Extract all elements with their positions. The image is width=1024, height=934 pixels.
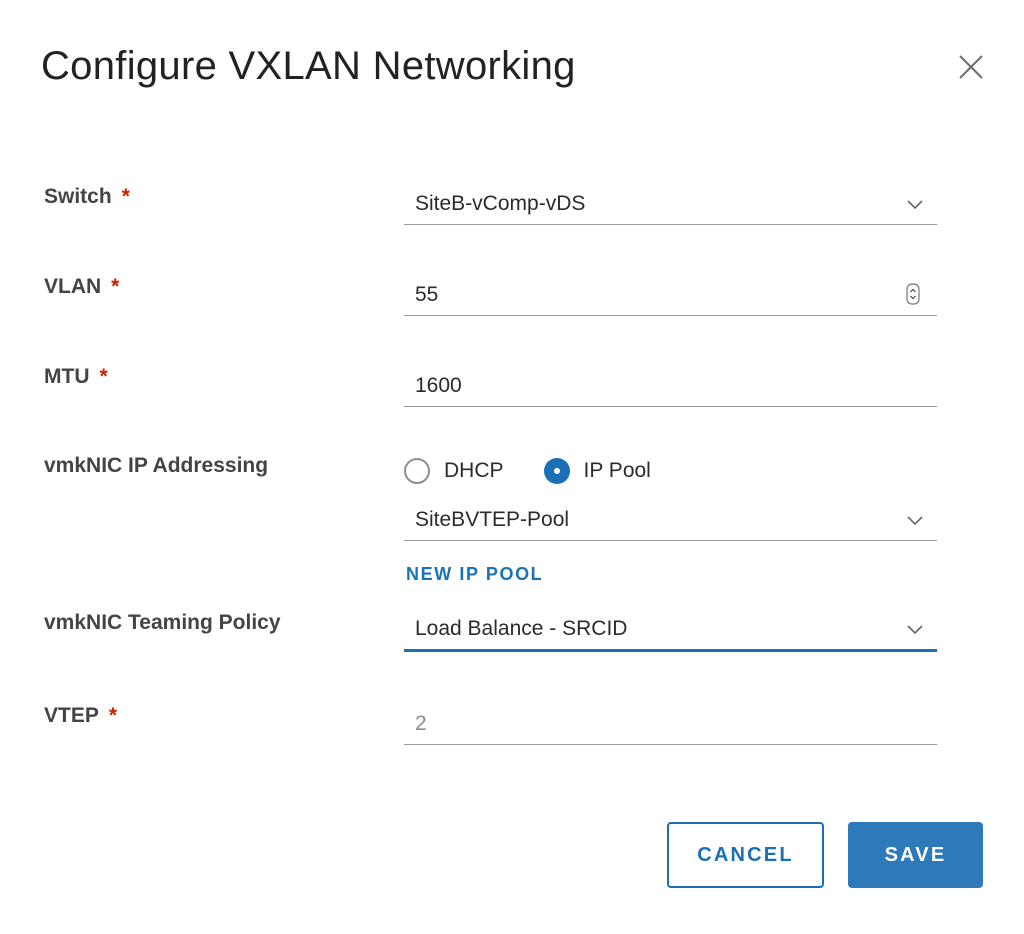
- teaming-policy-label: vmkNIC Teaming Policy: [44, 611, 281, 634]
- new-ip-pool-link[interactable]: NEW IP POOL: [406, 564, 544, 584]
- dhcp-radio[interactable]: [404, 458, 430, 484]
- vlan-input[interactable]: 55: [404, 274, 937, 316]
- cancel-button[interactable]: CANCEL: [667, 822, 824, 888]
- teaming-policy-select-value: Load Balance - SRCID: [415, 617, 628, 640]
- teaming-policy-select[interactable]: Load Balance - SRCID: [404, 610, 937, 652]
- switch-label: Switch *: [44, 184, 130, 210]
- ip-pool-radio[interactable]: [543, 458, 570, 484]
- vlan-label-text: VLAN: [44, 275, 102, 298]
- chevron-down-icon: [907, 200, 923, 210]
- vtep-label-text: VTEP: [44, 704, 99, 727]
- ip-pool-radio-label: IP Pool: [583, 459, 651, 482]
- required-marker: *: [99, 365, 108, 388]
- ip-pool-radio-option[interactable]: IP Pool: [543, 458, 651, 484]
- dhcp-radio-label: DHCP: [444, 459, 504, 482]
- switch-select[interactable]: SiteB-vComp-vDS: [404, 183, 937, 225]
- mtu-label-text: MTU: [44, 365, 90, 388]
- mtu-input[interactable]: 1600: [404, 365, 937, 407]
- save-button[interactable]: SAVE: [848, 822, 983, 888]
- ip-addressing-radio-group: DHCP IP Pool: [404, 455, 691, 487]
- required-marker: *: [121, 185, 130, 208]
- mtu-input-value: 1600: [415, 374, 462, 397]
- vtep-label: VTEP *: [44, 703, 117, 729]
- vlan-label: VLAN *: [44, 274, 119, 300]
- ip-pool-select[interactable]: SiteBVTEP-Pool: [404, 499, 937, 541]
- vlan-input-value: 55: [415, 283, 439, 306]
- required-marker: *: [108, 704, 118, 727]
- close-icon: [959, 55, 983, 79]
- ip-pool-select-value: SiteBVTEP-Pool: [415, 508, 570, 531]
- ip-addressing-label: vmkNIC IP Addressing: [44, 454, 269, 477]
- chevron-down-icon: [907, 625, 923, 635]
- chevron-down-icon: [907, 516, 923, 526]
- number-stepper-icon[interactable]: [906, 283, 920, 305]
- switch-label-text: Switch: [44, 185, 112, 208]
- dialog-title: Configure VXLAN Networking: [41, 44, 576, 88]
- switch-select-value: SiteB-vComp-vDS: [415, 192, 586, 215]
- required-marker: *: [111, 275, 120, 298]
- vtep-input[interactable]: 2: [404, 703, 937, 745]
- close-button[interactable]: [952, 50, 992, 90]
- dhcp-radio-option[interactable]: DHCP: [404, 458, 504, 484]
- vtep-input-value: 2: [415, 712, 427, 735]
- mtu-label: MTU *: [44, 364, 108, 390]
